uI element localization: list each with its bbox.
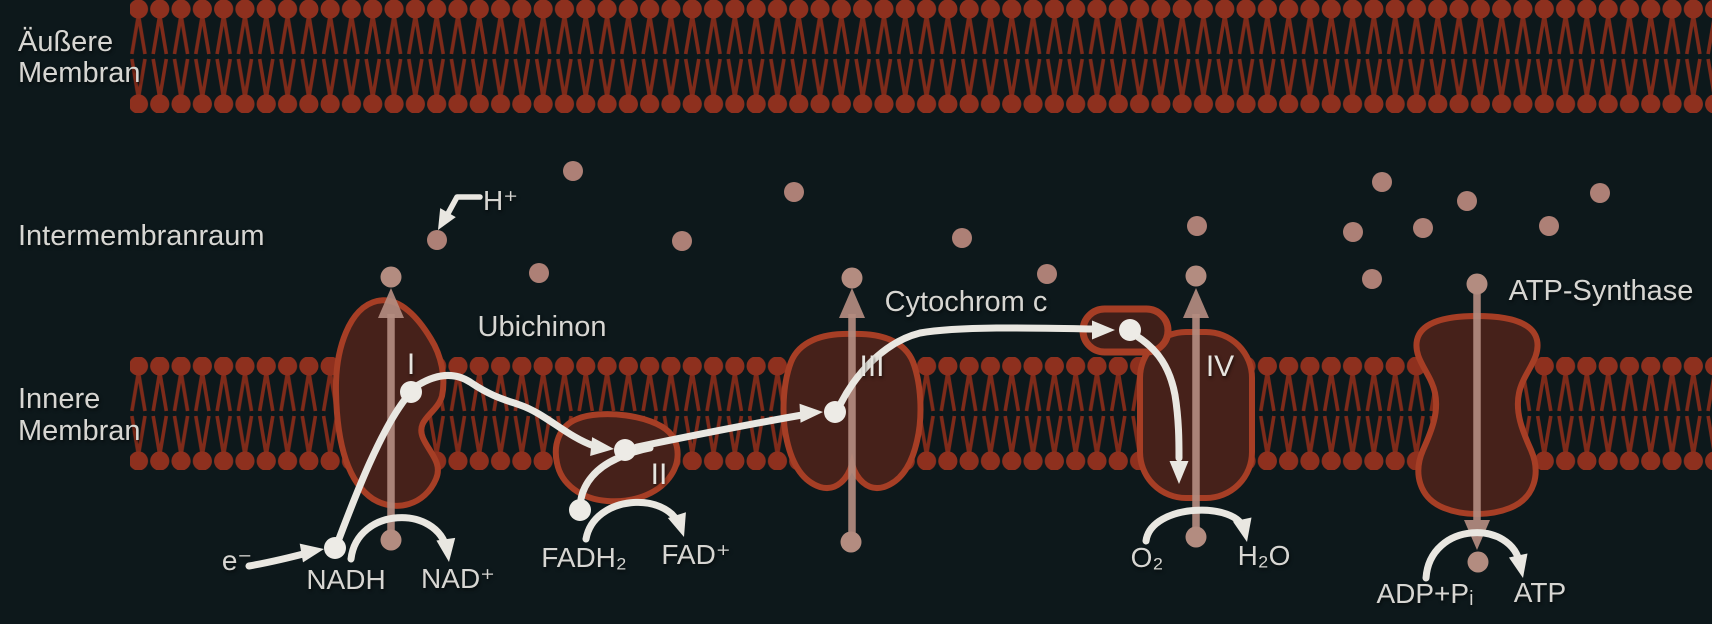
proton-dot (1185, 265, 1207, 287)
proton-pump-arrow-complex-iv (1183, 265, 1209, 548)
electron-dot (324, 537, 346, 559)
complex-iv-label: IV (1206, 350, 1234, 383)
proton-dot (1343, 222, 1363, 242)
proton-dot (840, 531, 862, 553)
proton-dot (529, 263, 549, 283)
inner-membrane-label-line1: Innere (18, 383, 100, 415)
proton-dot (1037, 264, 1057, 284)
inner-membrane-label-line2: Membran (18, 415, 141, 447)
proton-dots-intermembrane (427, 161, 1610, 289)
proton-dot (1185, 526, 1207, 548)
proton-dot (1187, 216, 1207, 236)
proton-dot (784, 182, 804, 202)
proton-dot (672, 231, 692, 251)
complex-i-label: I (407, 348, 415, 381)
proton-dot (563, 161, 583, 181)
intermembrane-space-label: Intermembranraum (18, 220, 265, 252)
reaction-arc-adp (1422, 529, 1528, 582)
proton-dot (1413, 218, 1433, 238)
proton-dot (380, 529, 402, 551)
electron-dot (400, 381, 422, 403)
fad-plus-label: FAD⁺ (661, 539, 730, 570)
electron-dot (824, 401, 846, 423)
ubiquinone-label: Ubichinon (478, 311, 607, 343)
proton-dot (952, 228, 972, 248)
proton-dot (380, 266, 402, 288)
outer-membrane-bilayer (130, 0, 1712, 113)
proton-callout-arrow (438, 194, 483, 230)
electron-dot (1119, 319, 1141, 341)
electron-label: e⁻ (222, 545, 252, 576)
cytochrome-c-label: Cytochrom c (885, 286, 1048, 318)
fadh2-label: FADH₂ (541, 542, 627, 573)
electron-flow-path (245, 320, 1189, 570)
atp-synthase-label: ATP-Synthase (1509, 275, 1694, 307)
nadh-label: NADH (306, 564, 385, 595)
proton-dot (1372, 172, 1392, 192)
complex-ii-label: II (651, 458, 668, 491)
reaction-arc-nadh (347, 514, 456, 563)
proton-dot (1457, 191, 1477, 211)
proton-dot (427, 230, 447, 250)
proton-label: H⁺ (483, 185, 518, 216)
electron-dot (569, 499, 591, 521)
reaction-arc-fadh2 (582, 498, 686, 543)
reaction-arc-o2 (1142, 506, 1252, 545)
electron-dot (614, 439, 636, 461)
adp-pi-label: ADP+Pᵢ (1376, 578, 1473, 609)
proton-dot (1466, 273, 1488, 295)
proton-pump-arrow-complex-iii (839, 267, 865, 553)
h2o-label: H₂O (1238, 540, 1291, 571)
outer-membrane-label-line2: Membran (18, 57, 141, 89)
atp-label: ATP (1514, 577, 1566, 608)
proton-dot (841, 267, 863, 289)
complex-iii-label: III (859, 350, 884, 383)
proton-dot (1362, 269, 1382, 289)
proton-dot (1539, 216, 1559, 236)
proton-dot (1590, 183, 1610, 203)
o2-label: O₂ (1131, 542, 1164, 573)
outer-membrane-label-line1: Äußere (18, 26, 113, 58)
nad-plus-label: NAD⁺ (421, 563, 495, 594)
proton-dot (1467, 551, 1489, 573)
